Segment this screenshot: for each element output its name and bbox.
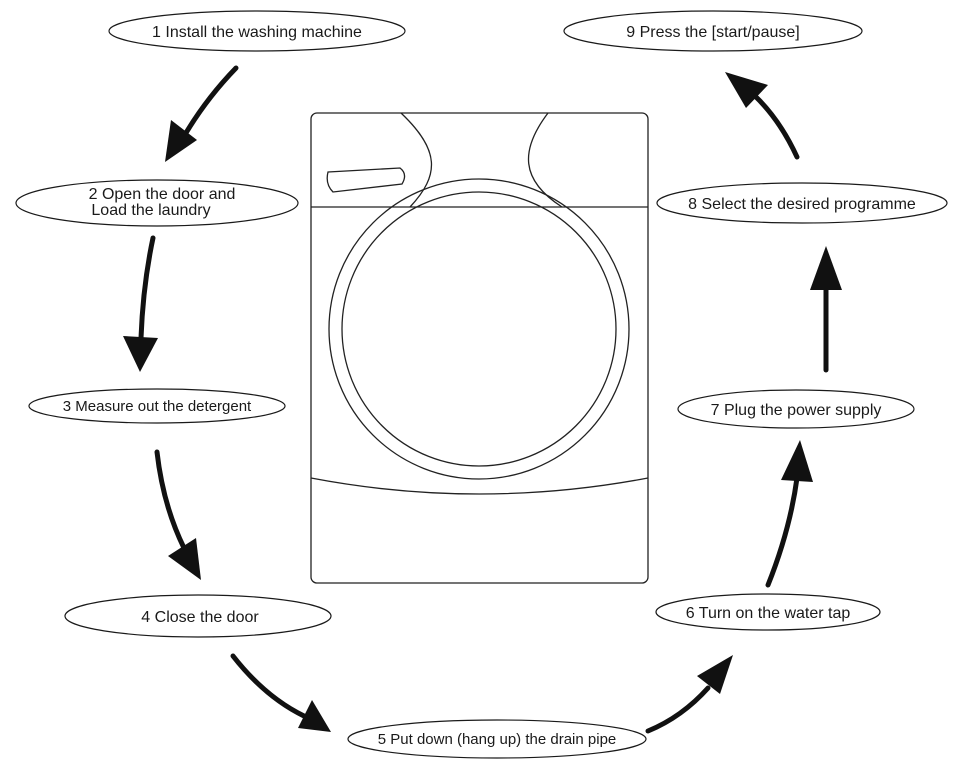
- step-8-label: 8 Select the desired programme: [688, 196, 916, 213]
- arrow-5-to-6: [645, 655, 733, 734]
- step-1-label: 1 Install the washing machine: [152, 24, 362, 41]
- arrow-2-to-3: [123, 235, 158, 372]
- detergent-drawer: [326, 167, 406, 193]
- step-5-ellipse: [347, 719, 647, 759]
- arrow-4-to-5: [230, 653, 331, 732]
- step-2-label-line-1: 2 Open the door and: [89, 186, 236, 203]
- panel-curve-left: [400, 112, 433, 208]
- step-1-ellipse: [108, 10, 406, 52]
- step-9-ellipse: [563, 10, 863, 52]
- step-7: 7 Plug the power supply: [677, 389, 915, 429]
- step-6: 6 Turn on the water tap: [655, 593, 881, 631]
- step-8: 8 Select the desired programme: [656, 182, 948, 224]
- step-6-ellipse: [655, 593, 881, 631]
- step-1: 1 Install the washing machine: [108, 10, 406, 52]
- step-2: 2 Open the door and Load the laundry: [15, 179, 299, 227]
- door-inner-glass: [341, 191, 617, 467]
- step-3-ellipse: [28, 388, 286, 424]
- step-7-ellipse: [677, 389, 915, 429]
- step-5-label: 5 Put down (hang up) the drain pipe: [378, 731, 617, 748]
- base-curve: [310, 477, 649, 495]
- machine-body: [310, 112, 649, 584]
- step-9: 9 Press the [start/pause]: [563, 10, 863, 52]
- arrow-3-to-4: [154, 449, 201, 580]
- arrow-8-to-9: [725, 72, 800, 160]
- step-3-label: 3 Measure out the detergent: [63, 398, 252, 415]
- door-outer-ring: [328, 178, 630, 480]
- step-4: 4 Close the door: [64, 594, 332, 638]
- step-7-label: 7 Plug the power supply: [711, 402, 882, 419]
- flow-arrows: [123, 65, 842, 734]
- step-5: 5 Put down (hang up) the drain pipe: [347, 719, 647, 759]
- step-4-ellipse: [64, 594, 332, 638]
- step-2-ellipse: [15, 179, 299, 227]
- step-6-label: 6 Turn on the water tap: [686, 605, 851, 622]
- step-4-label: 4 Close the door: [141, 609, 259, 626]
- arrow-7-to-8: [810, 246, 842, 373]
- panel-curve-right: [527, 112, 563, 208]
- washing-machine-illustration: [310, 112, 649, 584]
- step-3: 3 Measure out the detergent: [28, 388, 286, 424]
- arrow-6-to-7: [765, 440, 813, 588]
- arrow-1-to-2: [165, 65, 239, 162]
- step-2-label-line-2: Load the laundry: [91, 202, 210, 219]
- step-8-ellipse: [656, 182, 948, 224]
- step-9-label: 9 Press the [start/pause]: [626, 24, 799, 41]
